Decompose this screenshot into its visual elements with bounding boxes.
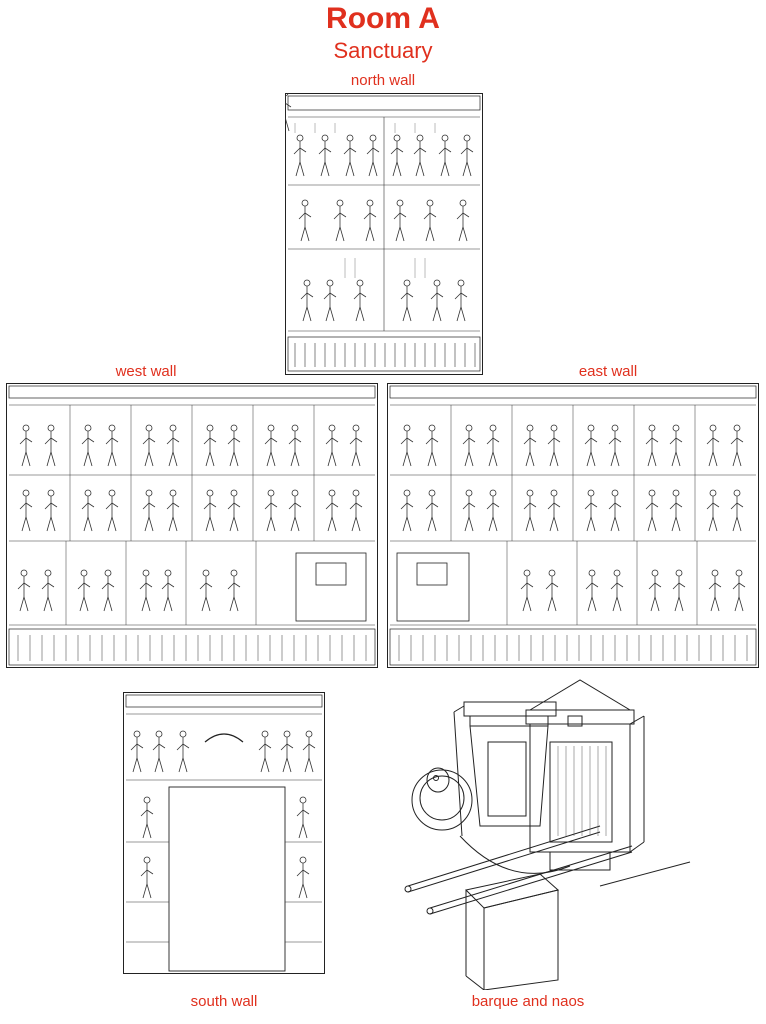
west-wall-label: west wall [115,363,177,380]
west-wall-drawing [6,383,378,668]
barque-naos-drawing [400,676,695,990]
east-wall-label: east wall [578,363,638,380]
east-wall-drawing [387,383,759,668]
page-title: Room A [326,2,440,35]
north-wall-label: north wall [350,72,416,89]
barque-naos-label: barque and naos [471,993,585,1010]
north-wall-drawing [285,93,483,375]
south-wall-label: south wall [190,993,258,1010]
south-wall-drawing [123,692,325,974]
page-subtitle: Sanctuary [333,38,433,63]
